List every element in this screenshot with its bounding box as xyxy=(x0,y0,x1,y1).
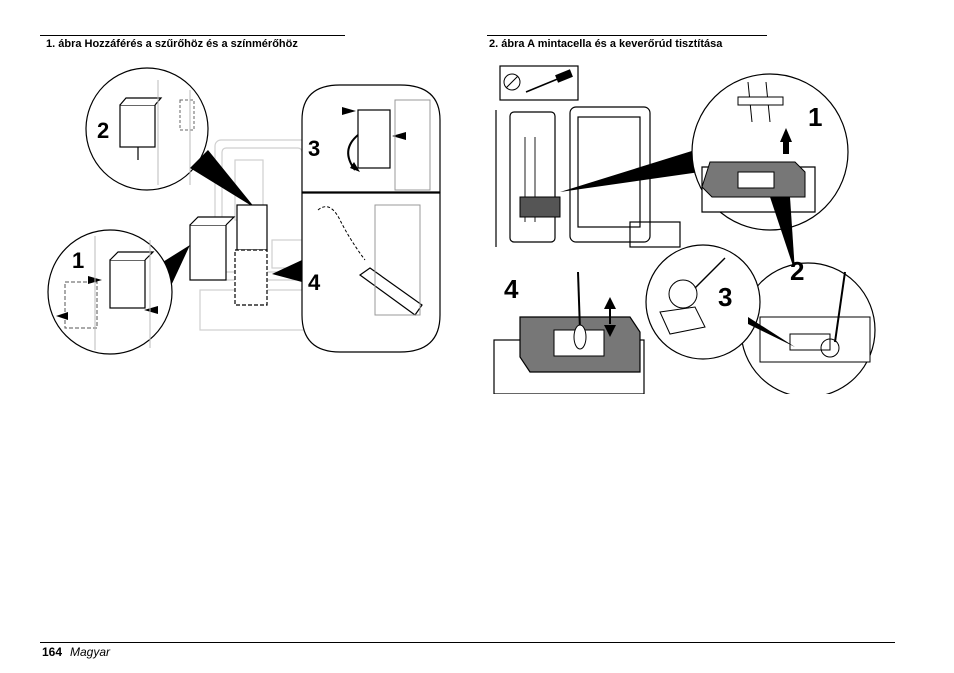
callout-1: 1 xyxy=(47,229,173,355)
figure-1-top-rule xyxy=(40,35,345,36)
figure-1-illustration: 2 3 4 xyxy=(47,67,441,355)
footer-rule xyxy=(40,642,895,643)
page-language: Magyar xyxy=(70,645,111,659)
page-number: 164 xyxy=(42,645,63,659)
callout-1: 1 xyxy=(691,73,849,231)
callout-3-number: 3 xyxy=(308,136,320,161)
callout-4-number: 4 xyxy=(504,274,519,304)
callout-1-number: 1 xyxy=(808,102,822,132)
tools-box xyxy=(499,65,579,101)
figure-2-caption: 2. ábra A mintacella és a keverőrúd tisz… xyxy=(489,38,723,50)
callout-1-number: 1 xyxy=(72,248,84,273)
callout-4-number: 4 xyxy=(308,270,321,295)
callout-2: 2 xyxy=(85,67,209,191)
callout-2-number: 2 xyxy=(790,256,804,286)
filter-housing xyxy=(189,204,268,306)
figure-2-top-rule xyxy=(487,35,767,36)
callout-3: 3 xyxy=(301,84,441,193)
callout-4: 4 xyxy=(301,192,441,353)
figure-2-illustration: 1 2 3 xyxy=(493,65,876,394)
callout-2-number: 2 xyxy=(97,118,109,143)
figure-1-caption: 1. ábra Hozzáférés a szűrőhöz és a színm… xyxy=(46,38,298,50)
callout-3-number: 3 xyxy=(718,282,732,312)
callout-2: 2 xyxy=(740,256,876,394)
callout-3: 3 xyxy=(645,244,761,360)
step-4-view: 4 xyxy=(493,271,645,394)
